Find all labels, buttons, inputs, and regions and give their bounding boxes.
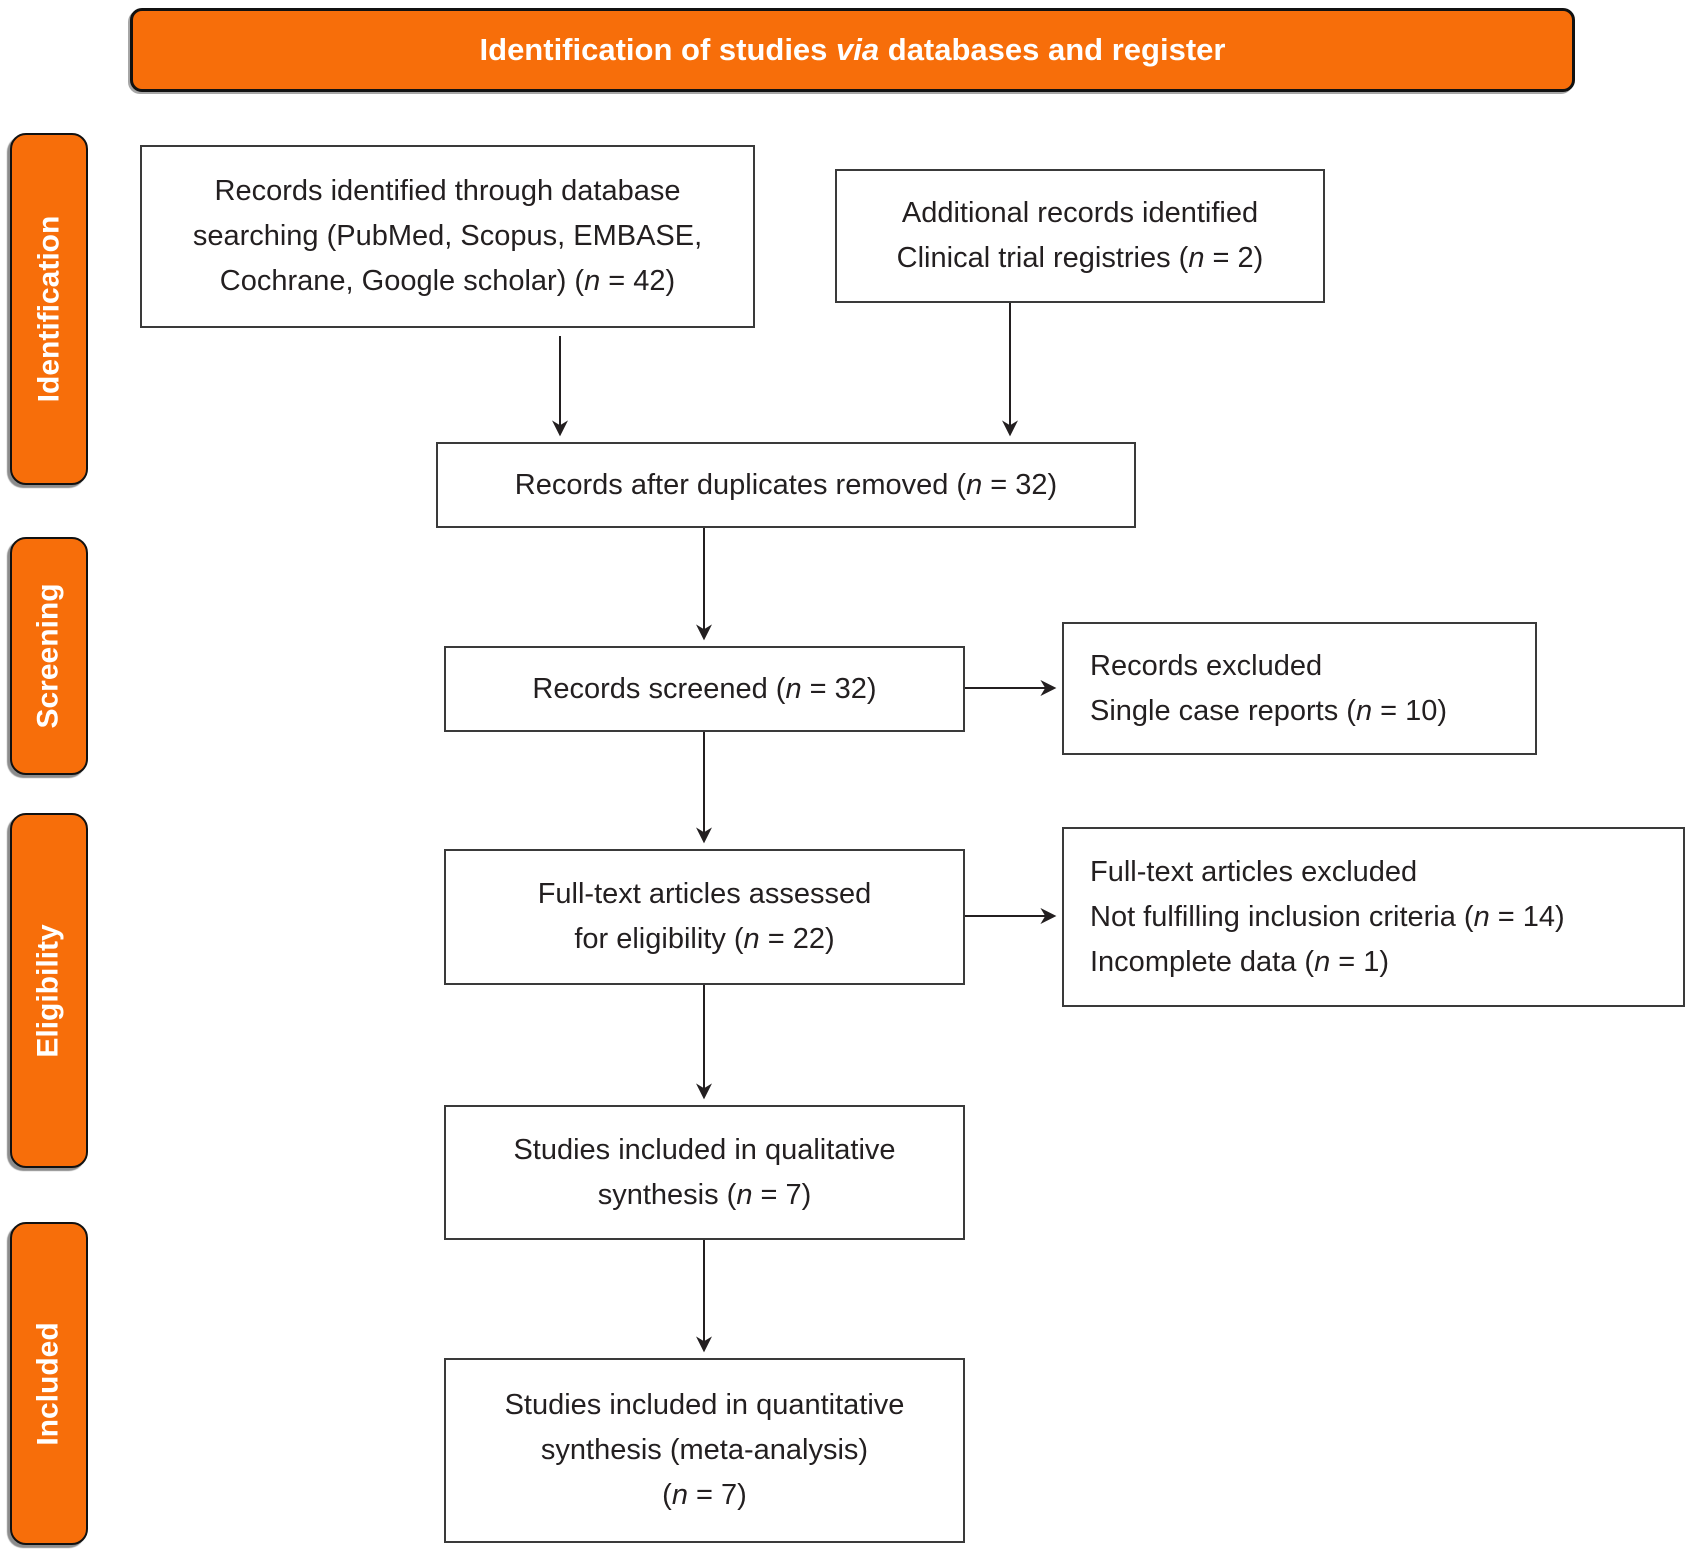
text-line: Studies included in qualitative xyxy=(513,1133,896,1166)
text-line: Clinical trial registries (n = 2) xyxy=(896,242,1264,274)
text-line: synthesis (n = 7) xyxy=(597,1178,812,1211)
text-line: Not fulfilling inclusion criteria (n = 1… xyxy=(1090,900,1565,933)
box-fulltext-assessed: Full-text articles assessed for eligibil… xyxy=(444,849,965,985)
text-line: Records excluded xyxy=(1090,649,1323,682)
box-records-identified: Records identified through database sear… xyxy=(140,145,755,328)
stage-tab-eligibility-label: Eligibility xyxy=(32,923,66,1058)
text-line: Full-text articles excluded xyxy=(1090,855,1418,888)
text-line: Records after duplicates removed (n = 32… xyxy=(514,468,1058,501)
stage-tab-screening-label: Screening xyxy=(32,583,65,729)
box-records-excluded: Records excluded Single case reports (n … xyxy=(1062,622,1537,755)
stage-tab-identification-label: Identification xyxy=(32,215,66,403)
text-line: synthesis (meta-analysis) xyxy=(540,1434,869,1466)
text-line: Additional records identified xyxy=(901,197,1259,229)
stage-tab-included: Included xyxy=(10,1222,88,1545)
box-additional-records: Additional records identified Clinical t… xyxy=(835,169,1325,303)
diagram-title-banner: Identification of studies via databases … xyxy=(130,8,1575,92)
text-line: Incomplete data (n = 1) xyxy=(1090,945,1390,978)
box-fulltext-excluded: Full-text articles excluded Not fulfilli… xyxy=(1062,827,1685,1007)
text-line: (n = 7) xyxy=(662,1479,747,1511)
diagram-title: Identification of studies via databases … xyxy=(479,32,1226,67)
text-line: Studies included in quantitative xyxy=(504,1389,905,1421)
text-line: Records screened (n = 32) xyxy=(532,672,877,705)
text-line: searching (PubMed, Scopus, EMBASE, xyxy=(192,220,703,252)
text-line: for eligibility (n = 22) xyxy=(574,923,835,955)
stage-tab-eligibility: Eligibility xyxy=(10,813,88,1168)
text-line: Single case reports (n = 10) xyxy=(1090,694,1448,727)
box-qualitative-synthesis: Studies included in qualitative synthesi… xyxy=(444,1105,965,1240)
stage-tab-identification: Identification xyxy=(10,133,88,485)
stage-tab-included-label: Included xyxy=(32,1321,65,1446)
box-records-screened: Records screened (n = 32) xyxy=(444,646,965,732)
box-quantitative-synthesis: Studies included in quantitative synthes… xyxy=(444,1358,965,1543)
box-after-duplicates: Records after duplicates removed (n = 32… xyxy=(436,442,1136,528)
stage-tab-screening: Screening xyxy=(10,537,88,775)
text-line: Cochrane, Google scholar) (n = 42) xyxy=(219,265,676,297)
text-line: Full-text articles assessed xyxy=(537,878,872,910)
text-line: Records identified through database xyxy=(214,175,681,207)
